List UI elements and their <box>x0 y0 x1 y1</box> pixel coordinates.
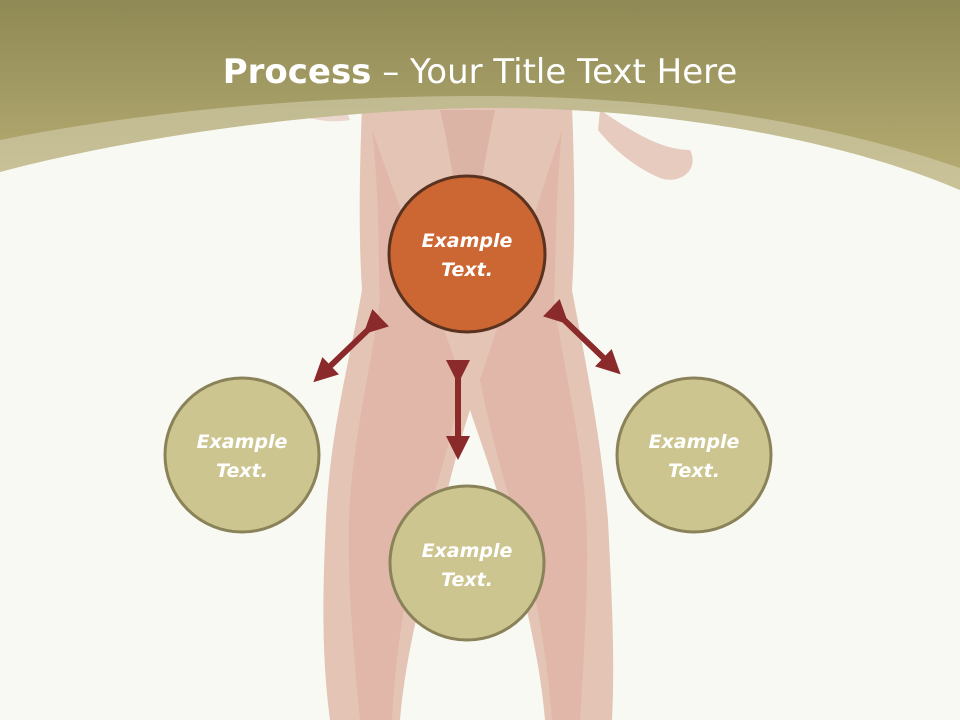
node-left: Example Text. <box>163 376 321 534</box>
node-right-line1: Example <box>649 431 740 453</box>
slide-title-bold: Process <box>222 52 372 92</box>
node-bottom-line2: Text. <box>441 569 493 591</box>
header-curve-highlight <box>0 96 960 190</box>
arrow-center-right <box>543 299 621 375</box>
node-center-line2: Text. <box>441 259 493 281</box>
arrow-center-left <box>313 309 389 383</box>
node-bottom-line1: Example <box>422 540 513 562</box>
node-center-line1: Example <box>422 230 513 252</box>
node-right: Example Text. <box>615 376 773 534</box>
node-bottom: Example Text. <box>388 484 546 642</box>
node-center: Example Text. <box>387 174 547 334</box>
slide-title-rest: – Your Title Text Here <box>371 52 738 92</box>
node-right-line2: Text. <box>668 460 720 482</box>
header-band <box>0 0 960 190</box>
node-left-line1: Example <box>197 431 288 453</box>
slide-title: Process – Your Title Text Here <box>0 52 960 92</box>
node-left-line2: Text. <box>216 460 268 482</box>
